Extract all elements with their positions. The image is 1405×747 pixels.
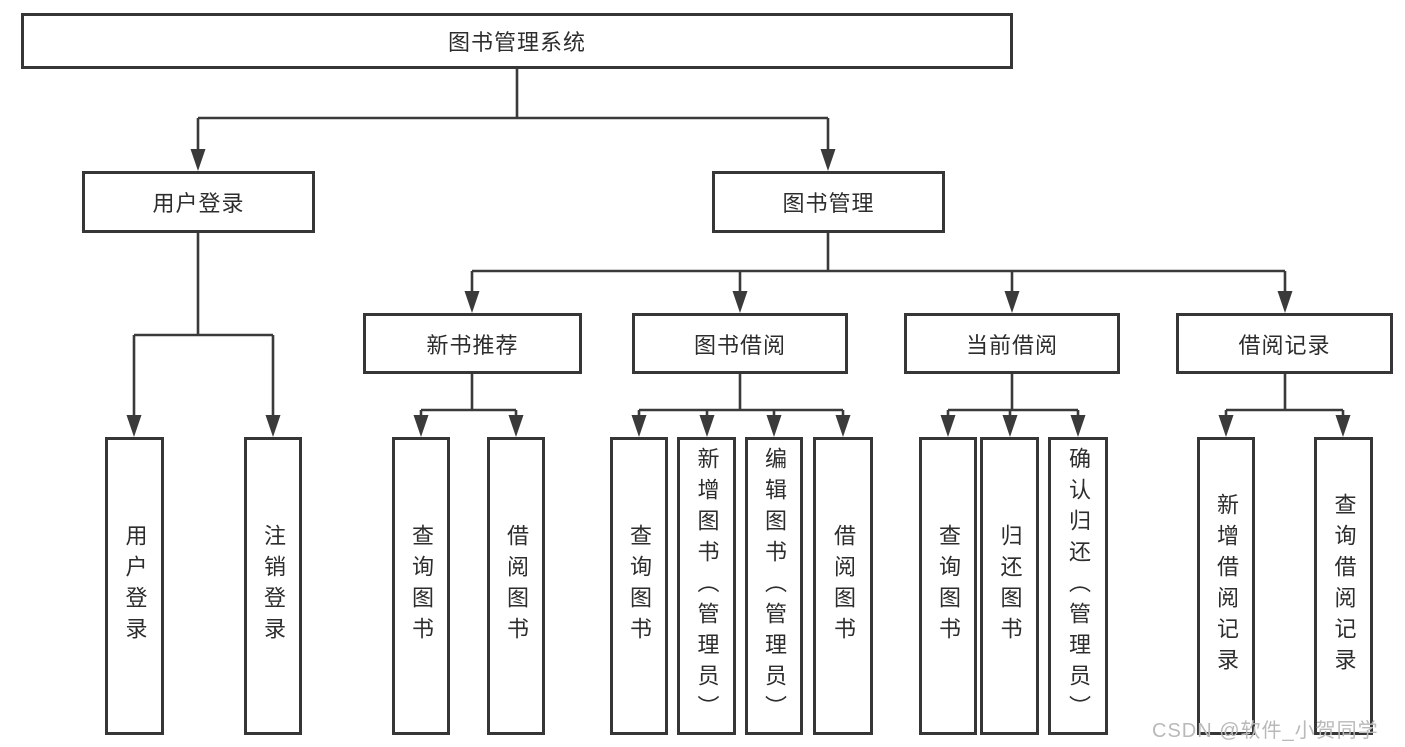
leaf-add-borrow-record: 新增借阅记录 — [1197, 437, 1255, 735]
node-book-management: 图书管理 — [712, 171, 945, 233]
leaf-user-login: 用户登录 — [105, 437, 164, 735]
leaf-query-books-current: 查询图书 — [919, 437, 977, 735]
arrowheads — [126, 149, 1351, 437]
node-book-borrowing: 图书借阅 — [632, 313, 848, 374]
leaf-query-borrow-record: 查询借阅记录 — [1314, 437, 1373, 735]
node-new-book-recommendation: 新书推荐 — [363, 313, 582, 374]
leaf-add-books-admin: 新增图书（管理员） — [677, 437, 736, 735]
node-borrowing-records: 借阅记录 — [1176, 313, 1393, 374]
node-current-borrowing: 当前借阅 — [904, 313, 1120, 374]
node-library-system: 图书管理系统 — [21, 13, 1013, 69]
leaf-borrow-books: 借阅图书 — [813, 437, 873, 735]
leaf-query-books-borrowing: 查询图书 — [610, 437, 668, 735]
leaf-query-books-recommend: 查询图书 — [392, 437, 450, 735]
node-user-login: 用户登录 — [82, 171, 315, 233]
leaf-edit-books-admin: 编辑图书（管理员） — [745, 437, 803, 735]
leaf-confirm-return-admin: 确认归还（管理员） — [1048, 437, 1108, 735]
leaf-logout: 注销登录 — [244, 437, 302, 735]
leaf-return-books: 归还图书 — [980, 437, 1039, 735]
watermark: CSDN @软件_小贺同学 — [1152, 720, 1379, 742]
leaf-borrow-books-recommend: 借阅图书 — [487, 437, 545, 735]
